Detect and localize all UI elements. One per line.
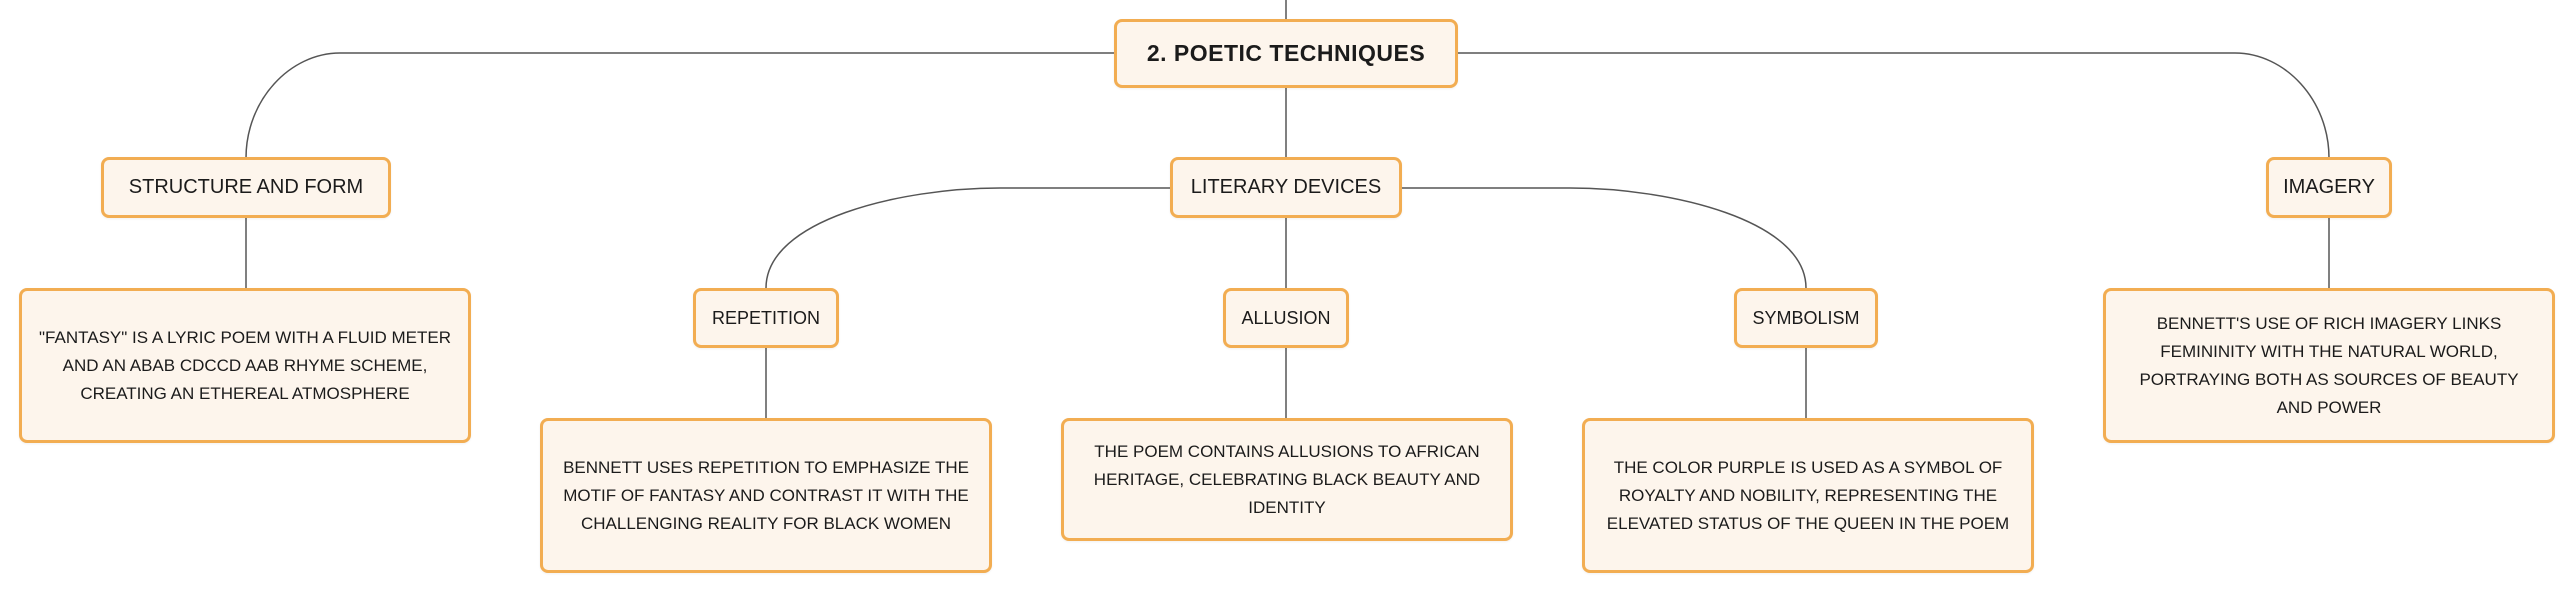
subbranch-node-label: SYMBOLISM bbox=[1752, 307, 1860, 328]
subbranch-node-label: REPETITION bbox=[711, 307, 820, 328]
edge-literary-symbolism bbox=[1402, 187, 1807, 289]
branch-node-literary-devices[interactable]: LITERARY DEVICES bbox=[1170, 157, 1402, 218]
root-node-poetic-techniques[interactable]: 2. POETIC TECHNIQUES bbox=[1114, 19, 1458, 88]
detail-node-text: "FANTASY" IS A LYRIC POEM WITH A FLUID M… bbox=[39, 327, 451, 403]
detail-node-allusion[interactable]: THE POEM CONTAINS ALLUSIONS TO AFRICAN H… bbox=[1061, 418, 1513, 541]
edge-root-imagery bbox=[1458, 52, 2330, 159]
detail-node-text: BENNETT USES REPETITION TO EMPHASIZE THE… bbox=[563, 457, 969, 533]
detail-node-text: THE COLOR PURPLE IS USED AS A SYMBOL OF … bbox=[1606, 457, 2010, 533]
detail-node-symbolism[interactable]: THE COLOR PURPLE IS USED AS A SYMBOL OF … bbox=[1582, 418, 2034, 573]
branch-node-structure-and-form[interactable]: STRUCTURE AND FORM bbox=[101, 157, 391, 218]
edge-literary-repetition bbox=[765, 187, 1170, 289]
detail-node-structure[interactable]: "FANTASY" IS A LYRIC POEM WITH A FLUID M… bbox=[19, 288, 471, 443]
detail-node-imagery[interactable]: BENNETT'S USE OF RICH IMAGERY LINKS FEMI… bbox=[2103, 288, 2555, 443]
root-node-label: 2. POETIC TECHNIQUES bbox=[1146, 40, 1426, 66]
edge-root-structure bbox=[245, 52, 1114, 159]
branch-node-label: LITERARY DEVICES bbox=[1190, 176, 1382, 198]
detail-node-repetition[interactable]: BENNETT USES REPETITION TO EMPHASIZE THE… bbox=[540, 418, 992, 573]
branch-node-imagery[interactable]: IMAGERY bbox=[2266, 157, 2392, 218]
subbranch-node-repetition[interactable]: REPETITION bbox=[693, 288, 839, 348]
detail-node-text: THE POEM CONTAINS ALLUSIONS TO AFRICAN H… bbox=[1093, 441, 1481, 517]
branch-node-label: IMAGERY bbox=[2283, 176, 2375, 198]
subbranch-node-label: ALLUSION bbox=[1241, 307, 1331, 328]
subbranch-node-allusion[interactable]: ALLUSION bbox=[1223, 288, 1349, 348]
detail-node-text: BENNETT'S USE OF RICH IMAGERY LINKS FEMI… bbox=[2139, 313, 2519, 417]
subbranch-node-symbolism[interactable]: SYMBOLISM bbox=[1734, 288, 1878, 348]
branch-node-label: STRUCTURE AND FORM bbox=[128, 176, 364, 198]
